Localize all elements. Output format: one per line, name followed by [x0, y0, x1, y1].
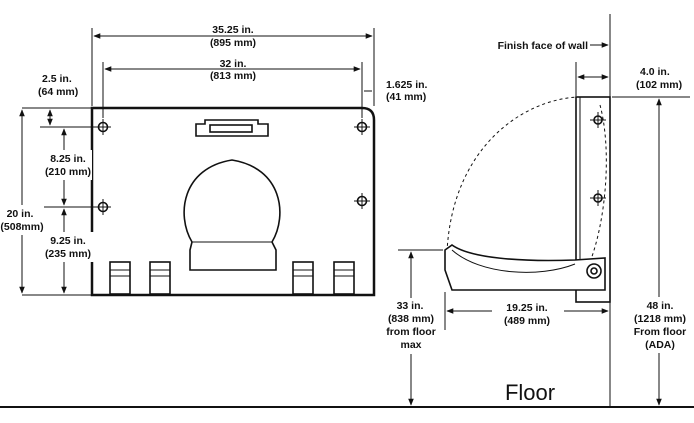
mounting-hole-mid-left: [95, 199, 111, 215]
side-view: Finish face of wall 4.0 in. (102 mm) 19.…: [384, 14, 690, 408]
hinge-3: [292, 261, 314, 295]
finish-face-label: Finish face of wall: [498, 40, 589, 52]
depth-open-mm: (489 mm): [504, 315, 550, 327]
open-bed-profile: [444, 244, 606, 291]
bed-height-line1: 33 in.: [397, 300, 424, 312]
top-offset-mm: (64 mm): [38, 86, 78, 98]
bed-height-line3: from floor: [386, 326, 436, 338]
side-hole-bottom: [590, 190, 606, 206]
width-overall-mm: (895 mm): [210, 37, 256, 49]
hole-spacing-in: 8.25 in.: [50, 153, 86, 165]
hinge-4: [333, 261, 355, 295]
height-overall-mm: (508mm): [0, 221, 43, 233]
hinge-1: [109, 261, 131, 295]
lower-offset-in: 9.25 in.: [50, 235, 86, 247]
latch-handle: [195, 119, 269, 137]
depth-closed-in: 4.0 in.: [640, 66, 670, 78]
width-holes-in: 32 in.: [220, 58, 247, 70]
fold-swing-arc: [446, 96, 579, 253]
top-offset-in: 2.5 in.: [42, 73, 72, 85]
depth-closed-mm: (102 mm): [636, 79, 682, 91]
lower-offset-mm: (235 mm): [45, 248, 91, 260]
depth-open-in: 19.25 in.: [506, 302, 548, 314]
hinge-2: [149, 261, 171, 295]
side-offset-mm: (41 mm): [386, 91, 426, 103]
width-holes-mm: (813 mm): [210, 70, 256, 82]
height-overall-in: 20 in.: [7, 208, 34, 220]
front-view: 35.25 in. (895 mm) 32 in. (813 mm) 1.625…: [0, 24, 428, 297]
floor-label: Floor: [505, 380, 555, 405]
mount-height-line1: 48 in.: [647, 300, 674, 312]
side-offset-in: 1.625 in.: [386, 79, 428, 91]
bed-height-line4: max: [400, 339, 421, 351]
cradle-outline: [183, 159, 281, 271]
hole-spacing-mm: (210 mm): [45, 166, 91, 178]
width-overall-in: 35.25 in.: [212, 24, 254, 36]
mount-height-line2: (1218 mm): [634, 313, 686, 325]
mount-height-line4: (ADA): [645, 339, 675, 351]
bed-height-line2: (838 mm): [388, 313, 434, 325]
mounting-hole-top-right: [354, 119, 370, 135]
mount-height-line3: From floor: [634, 326, 687, 338]
mounting-hole-mid-right: [354, 193, 370, 209]
side-hole-top: [590, 112, 606, 128]
